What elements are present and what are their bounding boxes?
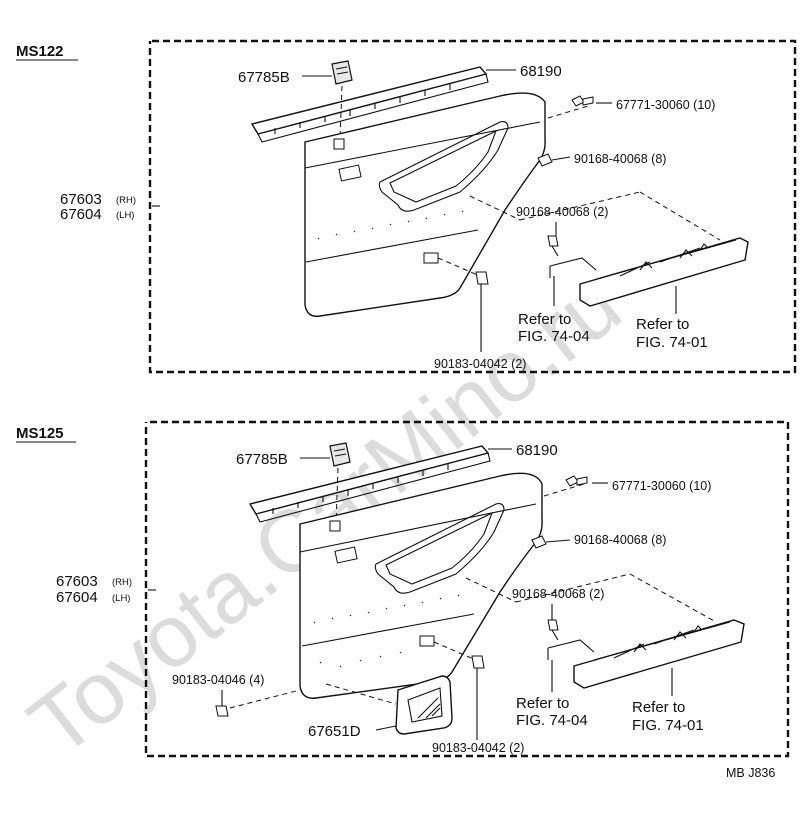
figure-code: MB J836: [726, 766, 775, 780]
door-pocket: [375, 675, 453, 735]
armrest: [579, 237, 749, 314]
label-panel-rh-tag: (RH): [112, 577, 132, 588]
label-screw-a: 90168-40068 (8): [574, 533, 666, 547]
label-nut-bottom: 90183-04042 (2): [434, 357, 526, 371]
label-screw-b: 90168-40068 (2): [512, 587, 604, 601]
armrest: [573, 619, 745, 696]
armrest-bracket: [547, 639, 595, 692]
label-ref-b-2: FIG. 74-01: [632, 717, 704, 734]
section-code: MS122: [16, 43, 64, 60]
belt-molding: [250, 66, 489, 143]
label-nut-bottom: 90183-04042 (2): [432, 741, 524, 755]
armrest-bracket: [549, 257, 597, 306]
label-screw-a: 90168-40068 (8): [574, 152, 666, 166]
label-clip-top: 67771-30060 (10): [612, 479, 711, 493]
label-panel-rh: 67603: [60, 191, 102, 208]
label-ref-b-1: Refer to: [636, 316, 689, 333]
label-panel-lh: 67604: [60, 206, 102, 223]
cap-clip: [331, 60, 353, 141]
label-panel-rh-tag: (RH): [116, 195, 136, 206]
label-nut-left: 90183-04046 (4): [172, 673, 264, 687]
section-ms122: MS122: [16, 39, 797, 374]
door-trim-panel: [304, 92, 721, 317]
label-panel-lh-tag: (LH): [116, 210, 134, 221]
label-ref-a-2: FIG. 74-04: [518, 328, 590, 345]
belt-molding: [248, 445, 491, 523]
label-ref-b-1: Refer to: [632, 699, 685, 716]
label-clip-top: 67771-30060 (10): [616, 98, 715, 112]
label-molding: 68190: [520, 63, 562, 80]
label-panel-lh-tag: (LH): [112, 593, 130, 604]
label-molding: 68190: [516, 442, 558, 459]
label-ref-a-1: Refer to: [516, 695, 569, 712]
label-cap: 67785B: [238, 69, 290, 86]
label-panel-rh: 67603: [56, 573, 98, 590]
label-panel-lh: 67604: [56, 589, 98, 606]
section-code: MS125: [16, 425, 64, 442]
section-ms125: MS125: [16, 420, 790, 758]
section-frame: [144, 420, 790, 758]
section-frame: [148, 39, 797, 374]
fasteners: [215, 475, 608, 740]
label-ref-b-2: FIG. 74-01: [636, 334, 708, 351]
door-trim-panel: [229, 472, 717, 709]
label-screw-b: 90168-40068 (2): [516, 205, 608, 219]
label-ref-a-1: Refer to: [518, 311, 571, 328]
label-ref-a-2: FIG. 74-04: [516, 712, 588, 729]
label-pocket: 67651D: [308, 723, 361, 740]
fasteners: [475, 95, 612, 352]
label-cap: 67785B: [236, 451, 288, 468]
